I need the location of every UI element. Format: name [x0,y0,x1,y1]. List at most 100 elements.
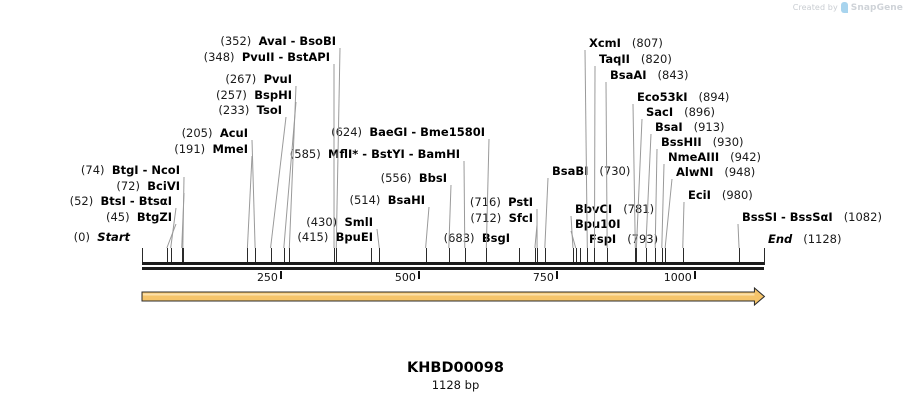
site-enzymes: AvaI - BsoBI [258,34,336,48]
site-enzymes: BsgI [481,231,510,245]
site-label: XcmI (807) [589,37,663,49]
site-label: (585) MflI* - BstYI - BamHI [290,148,460,160]
snapgene-logo-icon [840,2,848,13]
site-position: (683) [443,231,475,245]
cut-site-tick [665,248,666,265]
cut-site-tick [426,248,427,265]
site-position: (942) [730,150,762,164]
site-label: TaqII (820) [599,53,672,65]
site-position: (45) [105,210,130,224]
site-position: (585) [289,147,321,161]
site-label: BbvCI (781) [575,203,654,215]
ruler-tick-label: 750 [532,271,554,284]
site-position: (257) [216,88,247,102]
site-enzymes: BsaAI [610,68,647,82]
site-label: (0) Start [74,231,130,243]
site-position: (191) [174,142,206,156]
site-enzymes: BtgI - NcoI [111,163,180,177]
site-enzymes: BssSI - BssSαI [742,210,833,224]
site-position: (716) [469,195,501,209]
site-enzymes: BsaBI [552,164,589,178]
site-label: BsaBI (730) [552,165,630,177]
cut-site-tick [255,248,256,265]
cut-site-tick [535,248,536,265]
site-label: FspI (793) [589,233,658,245]
site-position: (913) [693,120,725,134]
site-label: BsaAI (843) [610,69,688,81]
site-position: (352) [220,34,252,48]
site-enzymes: BpuEI [335,230,373,244]
site-enzymes: AlwNI [676,165,714,179]
site-enzymes: BsaHI [387,193,425,207]
site-position: (430) [306,215,338,229]
site-enzymes: TaqII [599,52,630,66]
cut-site-tick [247,248,248,265]
site-label: SacI (896) [646,106,715,118]
site-position: (730) [599,164,631,178]
cut-site-tick [183,248,184,265]
site-position: (930) [712,135,744,149]
cut-site-tick [580,248,581,265]
sequence-name: KHBD00098 [407,360,504,376]
site-label: (624) BaeGI - Bme1580I [331,126,485,138]
site-label: (233) TsoI [218,104,282,116]
site-enzymes: TsoI [256,103,282,117]
cut-site-tick [336,248,337,265]
site-position: (1082) [843,210,882,224]
cut-site-tick [545,248,546,265]
site-label: (683) BsgI [444,232,510,244]
site-label: End (1128) [768,233,842,245]
site-position: (348) [203,50,235,64]
site-enzymes: BspHI [254,88,292,102]
ruler-tick-label: 500 [394,271,416,284]
site-enzymes: Eco53kI [637,90,688,104]
cut-site-tick [537,248,538,265]
site-label: (514) BsaHI [349,194,425,206]
cut-site-tick [739,248,740,265]
site-label: AlwNI (948) [676,166,755,178]
site-label: (74) BtgI - NcoI [81,164,180,176]
site-enzymes: MmeI [212,142,248,156]
cut-site-tick [607,248,608,265]
site-label: BsaI (913) [655,121,725,133]
cut-site-tick [646,248,647,265]
site-enzymes: BbsI [418,171,447,185]
site-label: BssHII (930) [661,136,744,148]
site-position: (807) [631,36,663,50]
site-label: (191) MmeI [174,143,248,155]
watermark-prefix: Created by [792,3,838,12]
site-position: (74) [80,163,105,177]
cut-site-tick [594,248,595,265]
site-enzymes: SfcI [508,211,533,225]
site-enzymes: End [768,232,793,246]
cut-site-tick [662,248,663,265]
ruler-tick-label: 250 [256,271,278,284]
cut-site-tick [486,248,487,265]
cut-site-tick [284,248,285,265]
orf-arrow-shape [141,286,766,307]
site-position: (712) [470,211,502,225]
cut-site-tick [171,248,172,265]
site-label: (556) BbsI [381,172,447,184]
site-position: (233) [218,103,250,117]
site-position: (267) [225,72,257,86]
site-label: (72) BciVI [116,180,180,192]
site-position: (980) [721,188,753,202]
site-enzymes: NmeAIII [668,150,720,164]
cut-site-tick [576,248,577,265]
ruler-tick-label: 1000 [663,271,692,284]
site-enzymes: BaeGI - Bme1580I [369,125,485,139]
cut-site-tick [271,248,272,265]
site-enzymes: AcuI [219,126,248,140]
site-enzymes: PstI [508,195,533,209]
backbone-bottom-line [142,267,765,270]
cut-site-tick [371,248,372,265]
site-position: (514) [349,193,381,207]
site-position: (781) [623,202,655,216]
site-label: (430) SmlI [306,216,373,228]
site-label: (348) PvuII - BstAPI [204,51,330,63]
site-enzymes: BsaI [655,120,683,134]
sequence-length: 1128 bp [431,378,480,392]
site-label: (205) AcuI [182,127,248,139]
site-label: NmeAIII (942) [668,151,761,163]
